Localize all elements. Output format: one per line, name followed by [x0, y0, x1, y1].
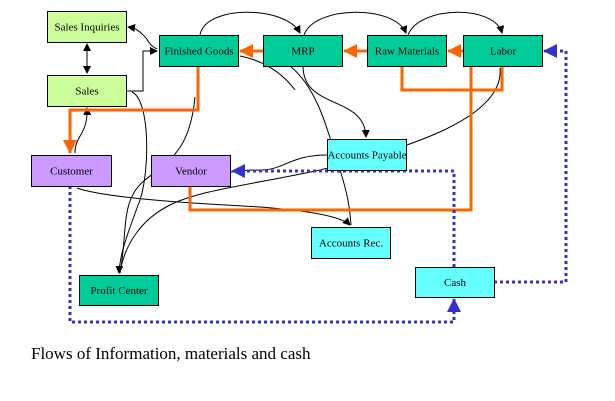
node-box	[311, 227, 391, 259]
node-box	[31, 155, 112, 187]
node-label: Sales Inquiries	[54, 22, 119, 34]
node-raw-materials: Raw Materials	[367, 35, 447, 67]
node-label: Cash	[444, 277, 467, 289]
node-box	[151, 155, 231, 187]
node-label: Accounts Rec.	[319, 238, 383, 250]
edge-accounts-payable-vendor	[229, 154, 328, 173]
node-box	[79, 275, 159, 306]
node-label: Customer	[50, 166, 93, 178]
edge-finished-goods-mrp	[199, 11, 301, 36]
node-vendor: Vendor	[151, 155, 231, 187]
node-profit-center: Profit Center	[79, 275, 159, 306]
node-accounts-rec: Accounts Rec.	[311, 227, 391, 259]
material-flows	[63, 44, 504, 212]
node-box	[159, 35, 239, 67]
edge-raw-materials-labor	[407, 11, 505, 36]
cash-flows	[68, 44, 568, 324]
node-label: Finished Goods	[164, 46, 233, 58]
node-mrp: MRP	[263, 35, 343, 67]
node-label: MRP	[291, 46, 314, 58]
node-cash: Cash	[415, 267, 495, 298]
node-label: Labor	[490, 46, 517, 58]
edge-finished-goods-sales-inquiries	[127, 24, 158, 50]
node-customer: Customer	[31, 155, 112, 187]
node-label: Profit Center	[90, 285, 147, 297]
edge-customer-accounts-rec	[76, 187, 351, 226]
node-accounts-payable: Accounts Payable	[327, 139, 407, 171]
node-box	[463, 35, 543, 67]
node-label: Sales	[75, 86, 98, 98]
edge-cash-vendor	[231, 164, 456, 267]
node-box	[47, 11, 127, 43]
node-sales-inquiries: Sales Inquiries	[47, 11, 127, 43]
edge-finished-goods-customer	[63, 66, 200, 154]
node-box	[263, 35, 343, 67]
node-finished-goods: Finished Goods	[159, 35, 239, 67]
node-box	[415, 267, 495, 298]
edge-labor-mrp	[400, 51, 504, 92]
node-label: Vendor	[175, 166, 207, 178]
edge-vendor-raw-materials	[188, 44, 473, 212]
node-box	[47, 75, 127, 107]
edge-labor-profit-center	[119, 67, 501, 273]
node-box	[367, 35, 447, 67]
edge-cash-labor	[494, 44, 568, 284]
edge-customer-sales	[74, 107, 92, 154]
edge-mrp-raw-materials	[303, 11, 408, 36]
diagram-caption: Flows of Information, materials and cash	[31, 344, 311, 363]
node-label: Raw Materials	[375, 46, 439, 58]
node-box	[327, 139, 407, 171]
edge-mrp-accounts-payable	[302, 65, 370, 138]
edge-finished-goods-profit-center	[119, 96, 196, 274]
edge-sales-finished-goods	[126, 47, 158, 92]
node-sales: Sales	[47, 75, 127, 107]
node-labor: Labor	[463, 35, 543, 67]
edge-customer-cash	[68, 186, 461, 324]
node-label: Accounts Payable	[327, 150, 406, 162]
